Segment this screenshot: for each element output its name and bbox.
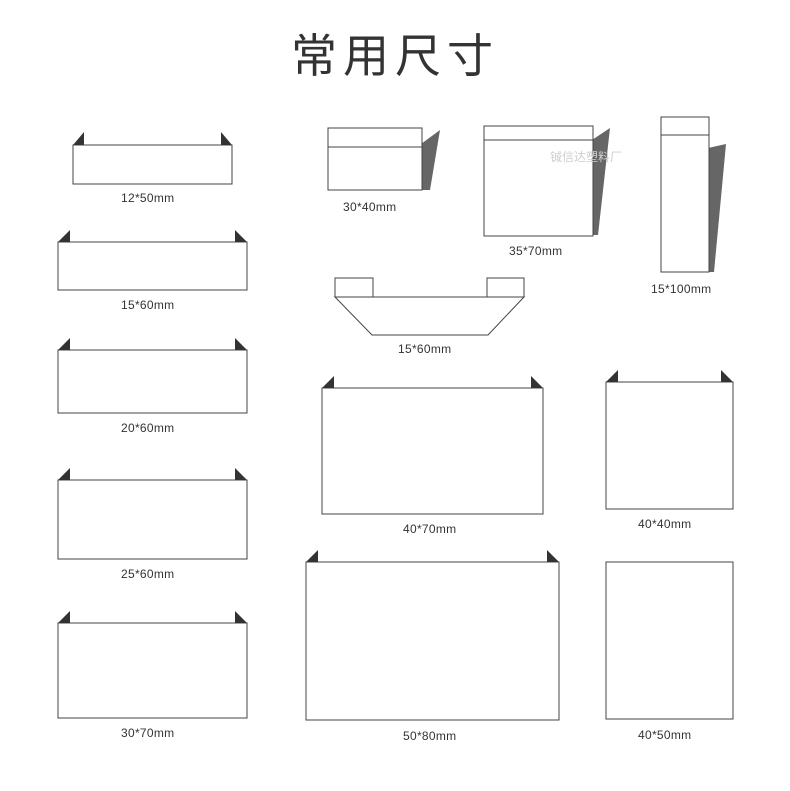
- holder-35x70-drawing: [483, 125, 610, 237]
- holder-15x60-drawing: [57, 230, 248, 291]
- size-label-50x80: 50*80mm: [403, 729, 457, 743]
- size-label-15x60-angled: 15*60mm: [398, 342, 452, 356]
- holder-30x70-drawing: [57, 611, 248, 719]
- holder-40x70-drawing: [321, 376, 544, 515]
- holder-40x40-drawing: [605, 370, 734, 510]
- holder-15x100-drawing: [660, 116, 726, 273]
- watermark-text: 铖信达塑料厂: [550, 150, 623, 164]
- size-label-30x70: 30*70mm: [121, 726, 175, 740]
- holder-12x50-drawing: [72, 132, 233, 185]
- holder-15x60-angled-drawing: [333, 277, 526, 336]
- size-label-25x60: 25*60mm: [121, 567, 175, 581]
- holder-40x50-drawing: [605, 561, 734, 720]
- size-label-40x40: 40*40mm: [638, 517, 692, 531]
- holder-25x60-drawing: [57, 468, 248, 560]
- page-title: 常用尺寸: [291, 29, 499, 83]
- size-label-20x60: 20*60mm: [121, 421, 175, 435]
- size-label-40x50: 40*50mm: [638, 728, 692, 742]
- holder-50x80-drawing: [305, 550, 560, 721]
- size-label-15x100: 15*100mm: [651, 282, 712, 296]
- size-label-12x50: 12*50mm: [121, 191, 175, 205]
- size-label-35x70: 35*70mm: [509, 244, 563, 258]
- holder-20x60-drawing: [57, 338, 248, 414]
- holder-30x40-drawing: [327, 127, 440, 191]
- size-label-40x70: 40*70mm: [403, 522, 457, 536]
- size-label-30x40: 30*40mm: [343, 200, 397, 214]
- size-label-15x60: 15*60mm: [121, 298, 175, 312]
